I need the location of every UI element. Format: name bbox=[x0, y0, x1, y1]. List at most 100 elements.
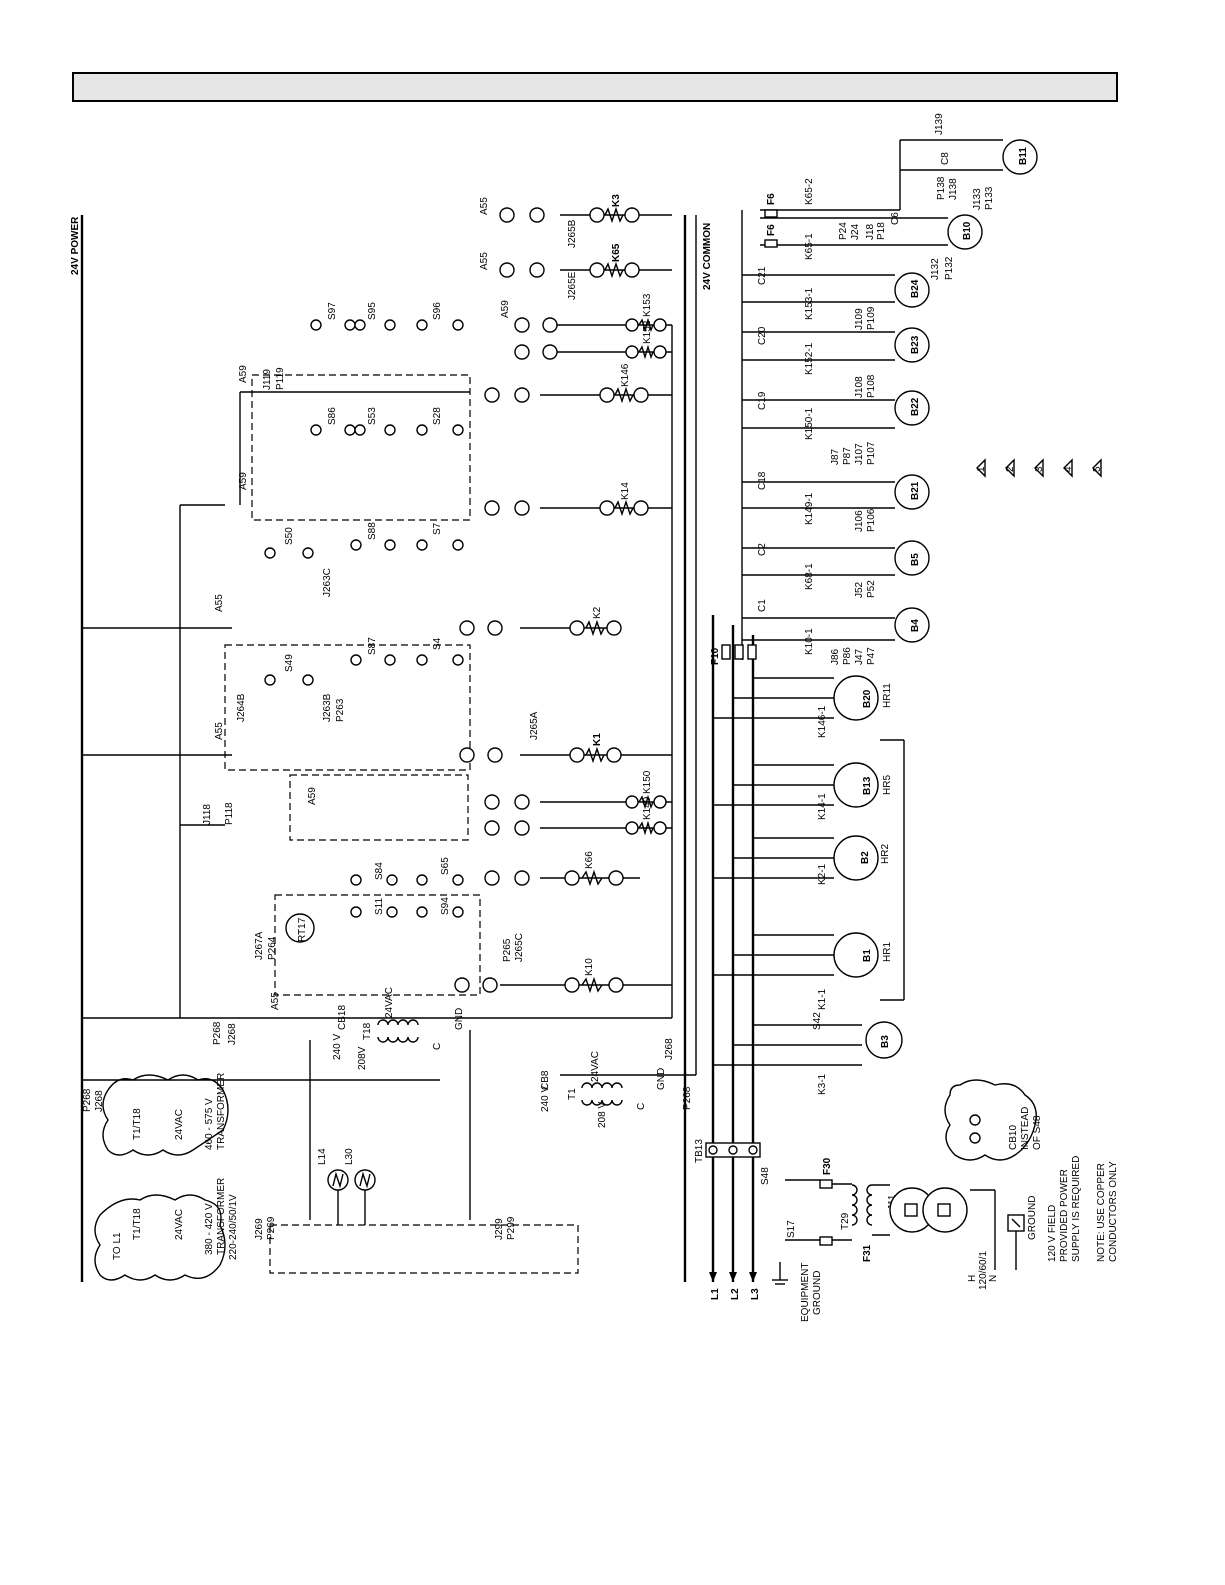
relay-k149: K149 bbox=[540, 796, 672, 836]
fan-label-b22: B22 bbox=[910, 397, 921, 416]
fan-label-b21: B21 bbox=[910, 481, 921, 500]
panel-label-a55-left: A55 bbox=[270, 992, 281, 1010]
fan-label-b23: B23 bbox=[910, 335, 921, 354]
motor-b13: B13 HR5 K14-1 bbox=[713, 762, 893, 820]
motor-b1: B1 HR1 K1-1 bbox=[713, 932, 893, 1010]
transformer-tap-high-t18: 240 V bbox=[332, 1034, 343, 1060]
switch-label-s94: S94 bbox=[440, 897, 451, 915]
switch-label-s17: S17 bbox=[786, 1220, 797, 1238]
legend-marker-2: 2 bbox=[1005, 466, 1016, 472]
relay-label-k146: K146 bbox=[620, 363, 631, 387]
switch-label-s65: S65 bbox=[440, 857, 451, 875]
connector-label-p299: P299 bbox=[506, 1216, 517, 1240]
relay-label-k14: K14 bbox=[620, 482, 631, 500]
relay-label-k1: K1 bbox=[592, 733, 603, 746]
connector-label-j47: J47 bbox=[854, 648, 865, 665]
callout-380-voltage: 24VAC bbox=[174, 1209, 185, 1240]
transformer-common-t18: C bbox=[432, 1043, 443, 1050]
connector-label-j263b: J263B bbox=[322, 693, 333, 722]
connector-label-p109: P109 bbox=[866, 306, 877, 330]
fan-cap-label-c8: C8 bbox=[940, 152, 951, 165]
breaker-label-cb8: CB8 bbox=[540, 1070, 551, 1090]
fan-b21: B21 K149-1 C18 bbox=[742, 471, 930, 525]
fuse-label-f30: F30 bbox=[822, 1157, 833, 1175]
connector-label-j264b: J264B bbox=[236, 693, 247, 722]
resistor-label-hr2: HR2 bbox=[880, 844, 891, 864]
fuse-label-f6-b: F6 bbox=[766, 224, 777, 236]
lamp-l30: L30 bbox=[344, 1148, 376, 1191]
connector-label-j265b: J265B bbox=[567, 219, 578, 248]
relay-k1: K1 bbox=[520, 733, 672, 764]
note-copper-line1: NOTE: USE COPPER bbox=[1096, 1163, 1107, 1262]
connector-label-p47: P47 bbox=[866, 647, 877, 665]
transformer-t29: T29 bbox=[840, 1184, 873, 1230]
power-label-l1: L1 bbox=[710, 1288, 721, 1300]
callout-460-symbol: T1/T18 bbox=[132, 1108, 143, 1140]
transformer-ground-t1: GND bbox=[656, 1068, 667, 1090]
connector-label-p87: P87 bbox=[842, 447, 853, 465]
switch-label-s84: S84 bbox=[374, 862, 385, 880]
fan-relay-label-k68-1: K68-1 bbox=[804, 563, 815, 590]
connector-label-p265: P265 bbox=[502, 938, 513, 962]
ground-terminal-icon bbox=[1007, 1214, 1025, 1270]
motor-label-b3: B3 bbox=[880, 1035, 891, 1048]
fuses bbox=[721, 209, 833, 1246]
transformer-tap-low-t18: 208V bbox=[357, 1046, 368, 1070]
legend-marker-4: 4 bbox=[1063, 466, 1074, 472]
relay-k150: K150 bbox=[540, 770, 672, 810]
connector-label-p52: P52 bbox=[866, 580, 877, 598]
resistor-label-hr1: HR1 bbox=[882, 942, 893, 962]
note-copper-line2: CONDUCTORS ONLY bbox=[1108, 1161, 1119, 1262]
connector-label-j109: J109 bbox=[854, 308, 865, 330]
thermistor-rt17: RT17 bbox=[285, 913, 315, 943]
misc-wiring bbox=[309, 739, 905, 1241]
fuse-label-f10: F10 bbox=[710, 647, 721, 665]
power-entry bbox=[709, 1272, 757, 1282]
fan-label-b5: B5 bbox=[910, 553, 921, 566]
contactor-label-k1-1: K1-1 bbox=[817, 988, 828, 1010]
connector-label-p132: P132 bbox=[944, 256, 955, 280]
callout-380-line1: 380 - 420 V bbox=[204, 1203, 215, 1255]
panel-label-a59-k152: A59 bbox=[500, 300, 511, 318]
fuse-label-f6-a: F6 bbox=[766, 193, 777, 205]
motor-b3: B3 K3-1 bbox=[713, 1021, 903, 1095]
equipment-ground-line1: EQUIPMENT bbox=[800, 1263, 811, 1322]
connector-label-j108: J108 bbox=[854, 376, 865, 398]
switch-label-s53: S53 bbox=[367, 407, 378, 425]
equipment-ground-line2: GROUND bbox=[812, 1271, 823, 1315]
connector-label-p268-b: P268 bbox=[682, 1086, 693, 1110]
relay-label-k3: K3 bbox=[611, 194, 622, 207]
fan-b5: B5 K68-1 C2 bbox=[742, 540, 930, 590]
connector-label-tb13: TB13 bbox=[694, 1139, 705, 1163]
connector-label-j18: J18 bbox=[865, 223, 876, 240]
callout-380-line3: 220-240/50/1V bbox=[228, 1194, 239, 1260]
note-field-line2: PROVIDED POWER bbox=[1059, 1169, 1070, 1262]
power-label-l2: L2 bbox=[730, 1288, 741, 1300]
connector-label-j267a: J267A bbox=[254, 931, 265, 960]
connector-label-p133: P133 bbox=[984, 186, 995, 210]
transformer-label-t29: T29 bbox=[840, 1212, 851, 1230]
fan-cap-label-c1: C1 bbox=[757, 599, 768, 612]
note-field-line3: SUPPLY IS REQUIRED bbox=[1071, 1156, 1082, 1262]
fan-b4: B4 K10-1 C1 bbox=[742, 599, 930, 655]
service-neutral-label: N bbox=[988, 1275, 999, 1282]
fan-label-b24: B24 bbox=[910, 279, 921, 298]
connector-label-j268-b: J268 bbox=[664, 1038, 675, 1060]
panel-label-a55-k3: A55 bbox=[479, 197, 490, 215]
resistor-label-hr11: HR11 bbox=[882, 683, 893, 708]
panel-label-a59-k146: A59 bbox=[238, 365, 249, 383]
transformer-ground-t18: GND bbox=[454, 1008, 465, 1030]
relay-label-k153: K153 bbox=[642, 293, 653, 317]
fan-relay-label-k152-1: K152-1 bbox=[804, 342, 815, 375]
fan-relay-label-k65-2: K65-2 bbox=[804, 178, 815, 205]
breaker-label-cb18: CB18 bbox=[337, 1005, 348, 1030]
transformer-secondary-t1: 24VAC bbox=[590, 1051, 601, 1082]
fan-b11: B11 K65-2 C8 bbox=[760, 139, 1038, 211]
fan-relay-label-k153-1: K153-1 bbox=[804, 287, 815, 320]
lamp-label-l30: L30 bbox=[344, 1148, 355, 1165]
transformer-t18: T18 24VAC 240 V 208V C GND CB18 bbox=[332, 987, 465, 1070]
connector-label-j24: J24 bbox=[850, 223, 861, 240]
connector-label-j265c: J265C bbox=[514, 933, 525, 962]
motor-label-b13: B13 bbox=[862, 776, 873, 795]
fan-label-b10: B10 bbox=[962, 221, 973, 240]
